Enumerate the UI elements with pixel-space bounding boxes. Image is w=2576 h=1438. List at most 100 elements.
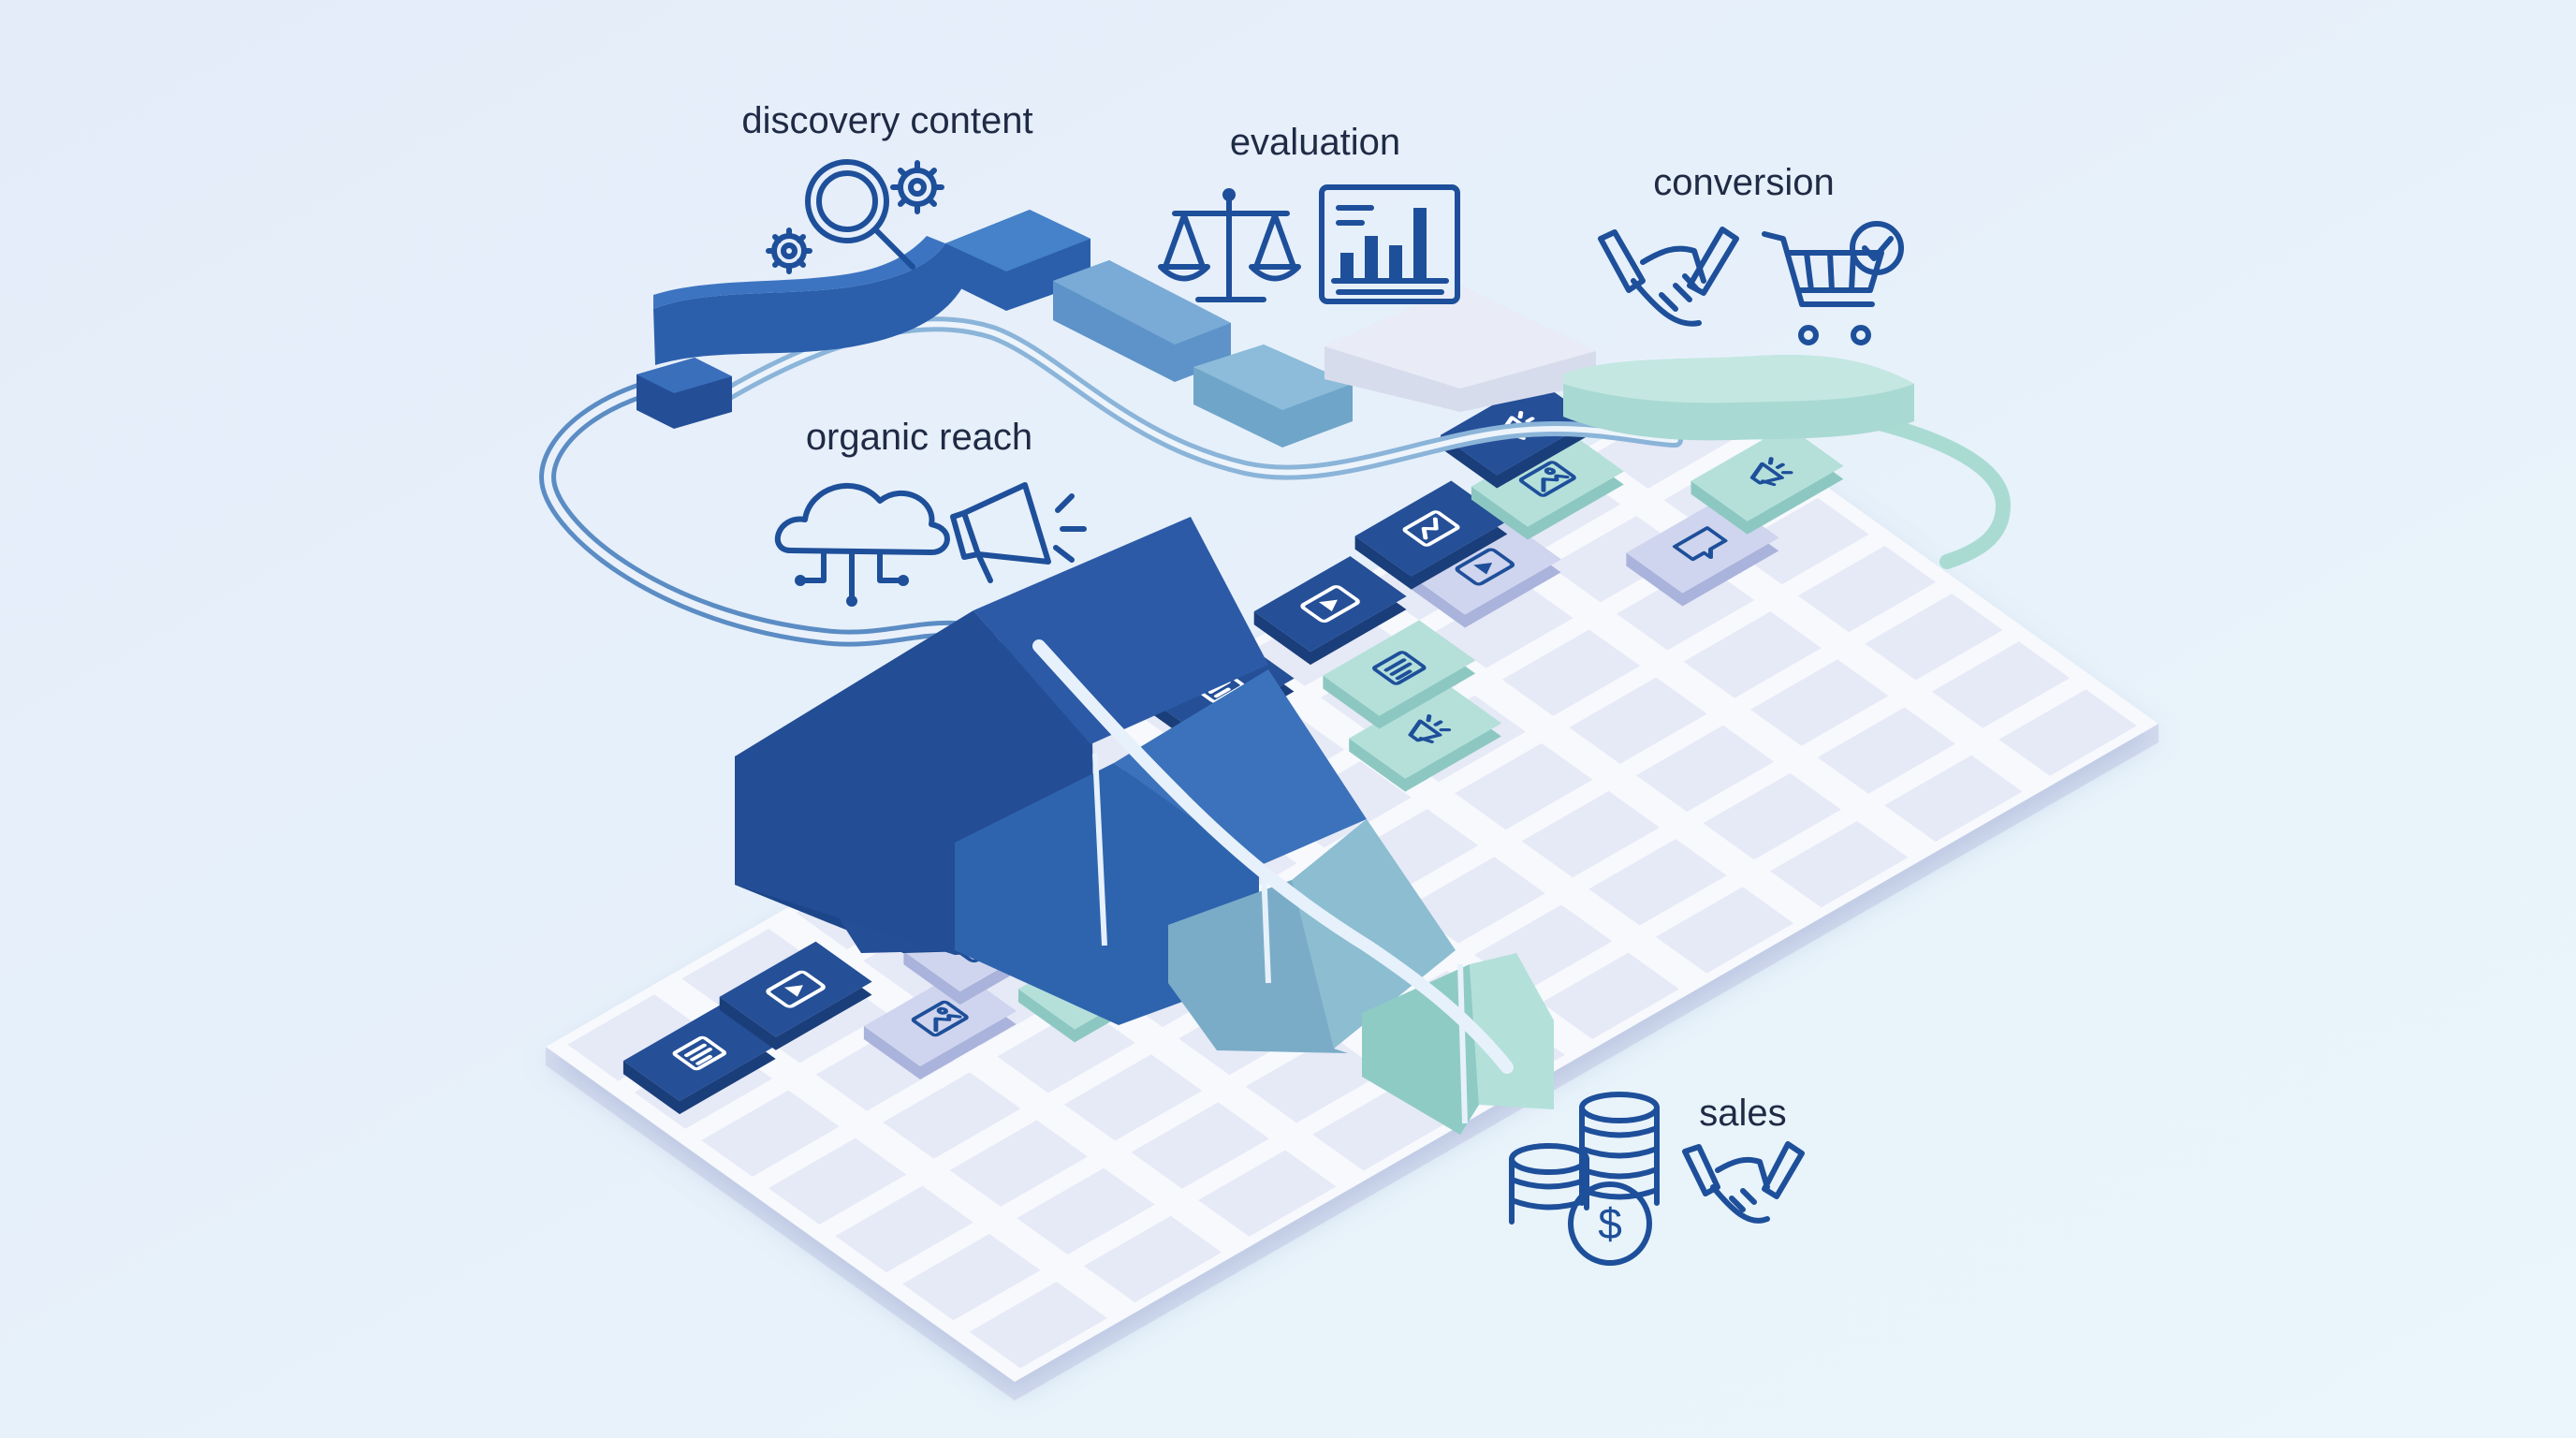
content-tile-edge: [1253, 556, 1407, 666]
journey-block-evaluation-1-top: [1053, 260, 1231, 345]
checkmark-icon: [1850, 221, 1904, 275]
chat-bubble-icon: [1672, 526, 1728, 562]
board-slot: [1617, 564, 1755, 651]
content-tile: [1323, 620, 1476, 729]
content-tile: [1690, 425, 1844, 535]
board-slot: [1588, 839, 1727, 926]
journey-cube-2-top: [945, 210, 1090, 271]
document-icon: [672, 1035, 727, 1071]
content-tile-edge: [719, 941, 872, 1050]
gear-icon: [890, 160, 944, 214]
board-slot: [701, 1090, 840, 1177]
magnifier-icon: [805, 159, 915, 270]
board-slot: [1131, 1102, 1269, 1189]
content-tile-edge: [1018, 933, 1171, 1043]
content-tile-edge: [1354, 480, 1508, 590]
content-tile-edge: [622, 1005, 776, 1115]
video-play-icon: [1455, 548, 1515, 586]
board-slot: [1931, 641, 2071, 728]
board-slot: [1635, 725, 1775, 812]
image-icon: [1518, 461, 1576, 497]
image-icon: [911, 1000, 969, 1037]
journey-block-conversion-top: [1563, 355, 1914, 404]
video-play-icon: [1300, 585, 1360, 624]
board-slot: [1731, 497, 1869, 585]
content-tile-edge: [1408, 519, 1561, 628]
balance-scale-icon: [1158, 188, 1301, 302]
content-tile-edge: [1441, 379, 1593, 489]
content-tile: [863, 971, 1017, 1079]
board-slot: [1501, 629, 1641, 716]
cloud-network-icon: [774, 483, 950, 607]
content-tile-edge: [1323, 620, 1476, 729]
journey-block-discovery: [653, 243, 973, 365]
board-slot: [1407, 857, 1545, 944]
board-slot: [1435, 581, 1573, 668]
bar-chart-icon: [1319, 184, 1460, 304]
handshake-icon: [1682, 1141, 1805, 1224]
journey-block-discovery-top: [653, 236, 945, 309]
board-slot: [1797, 546, 1936, 633]
board-slot: [902, 1234, 1041, 1321]
journey-path-tail: [1865, 414, 2012, 569]
sales-funnel: [735, 517, 1554, 1135]
megaphone-icon: [1408, 714, 1452, 743]
board-slot: [1817, 707, 1955, 794]
content-tile-edge: [1626, 497, 1779, 607]
content-tile-edge: [903, 896, 1057, 1005]
content-tile-top: [1690, 425, 1844, 521]
content-tile-top: [1349, 682, 1501, 779]
board-slot: [681, 929, 820, 1016]
content-tile: [1408, 519, 1561, 628]
svg-text:$: $: [1598, 1199, 1622, 1248]
board-slot: [1083, 1215, 1222, 1303]
funnel-segment-conversion-face: [1470, 953, 1554, 1109]
journey-path-outline-inner: [543, 375, 1080, 715]
megaphone-icon: [950, 482, 1087, 583]
gear-icon: [766, 227, 812, 274]
coin-stack-icon: [1579, 1092, 1660, 1206]
funnel-divider-3: [1457, 963, 1468, 1124]
journey-block-evaluation-2-top: [1193, 345, 1353, 410]
board-slot: [1017, 1167, 1155, 1255]
board-slot: [1683, 611, 1822, 698]
journey-blocks: [637, 210, 1914, 448]
megaphone-icon: [1749, 457, 1793, 487]
board-slot: [1245, 1036, 1383, 1123]
board-slot: [1865, 594, 2003, 681]
document-icon: [1372, 651, 1427, 685]
board-slot: [969, 1282, 1107, 1369]
board-slot: [1703, 772, 1841, 860]
board-slot: [1063, 1054, 1203, 1141]
video-play-icon: [766, 970, 826, 1008]
funnel-segment-evaluation-face: [1292, 819, 1456, 1049]
funnel-divider-1: [1092, 753, 1107, 946]
content-tile: [1349, 682, 1501, 792]
board-slot: [1455, 742, 1593, 830]
board-slot: [567, 994, 706, 1081]
stage-label-organic-reach: organic reach: [806, 417, 1032, 458]
board-slot: [997, 1006, 1135, 1093]
board-slot: [1198, 1150, 1337, 1237]
board-slot: [1655, 887, 1794, 974]
board-slot: [1549, 516, 1688, 603]
board-slot: [1998, 689, 2137, 776]
board-slot: [1884, 755, 2023, 842]
stage-label-discovery: discovery content: [741, 100, 1032, 141]
board-slot: [1770, 821, 1909, 908]
board-slot: [1521, 791, 1660, 878]
content-tile: [719, 941, 872, 1050]
stage-label-evaluation: evaluation: [1230, 122, 1400, 163]
infographic-icon: [1402, 510, 1460, 547]
coin-stack-icon: [1509, 1143, 1589, 1225]
board-slot: [1750, 659, 1889, 746]
funnel-segment-organic-reach-top: [973, 517, 1268, 744]
content-tile: [622, 1005, 776, 1115]
board-slot: [1541, 952, 1679, 1039]
board-slot: [768, 1137, 907, 1225]
content-tile-edge: [1349, 682, 1501, 792]
funnel-segment-evaluation-front: [1168, 880, 1348, 1053]
funnel-segment-discovery-face: [1114, 669, 1367, 866]
content-tile-edge: [863, 971, 1017, 1079]
